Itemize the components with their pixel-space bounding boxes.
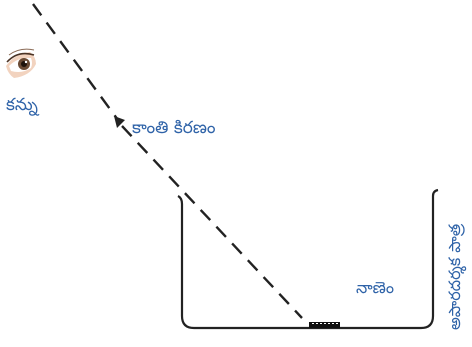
eye-label: కన్ను: [6, 97, 38, 114]
coin: [309, 322, 340, 328]
light-ray-lower: [122, 126, 302, 318]
vessel-label: అపారదర్శక పాత్ర: [447, 224, 463, 330]
eye-icon: [6, 49, 36, 78]
light-ray-label: కాంతి కిరణం: [132, 120, 216, 137]
vessel-outline: [178, 190, 438, 328]
light-ray-upper: [33, 4, 118, 120]
coin-label: నాణెం: [356, 280, 394, 296]
